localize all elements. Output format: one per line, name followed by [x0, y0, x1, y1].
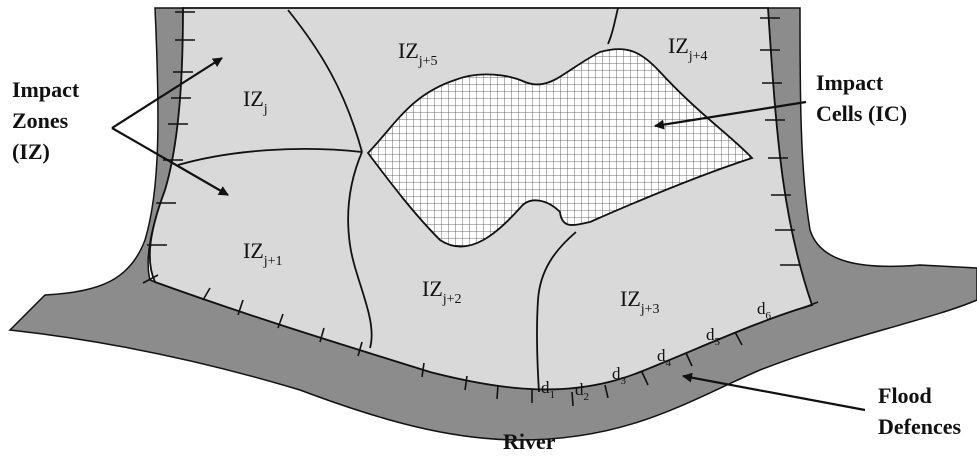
- defence-tick-marks: [142, 11, 819, 407]
- impact-cells-label-line: Impact: [816, 70, 884, 95]
- tick-mark: [571, 391, 574, 407]
- tick-mark: [421, 362, 425, 378]
- tick-mark: [277, 313, 284, 329]
- tick-mark: [734, 331, 743, 346]
- impact-cells-region: [366, 48, 754, 248]
- boundary-line: [536, 231, 577, 393]
- tick-mark: [319, 327, 325, 343]
- zone-label-iz-j-plus-4: IZj+4: [668, 33, 708, 64]
- tick-mark: [685, 352, 693, 367]
- tick-mark: [802, 301, 819, 309]
- arrows: [111, 57, 866, 412]
- zone-label-iz-j-plus-5: IZj+5: [398, 38, 438, 69]
- impact-cells-arrow: [654, 100, 807, 130]
- flood-defences-label-line: Defences: [878, 414, 962, 439]
- flood-defences-arrow: [682, 372, 866, 412]
- tick-mark: [202, 287, 211, 301]
- boundary-line: [287, 9, 363, 153]
- tick-mark: [496, 384, 499, 400]
- boundary-line: [607, 7, 619, 45]
- flood-defences-label-line: Flood: [878, 383, 932, 408]
- tick-mark: [604, 384, 609, 399]
- impact-zones-label-line: (IZ): [12, 139, 50, 164]
- impact-zones-label-line: Zones: [12, 108, 69, 133]
- defence-label-d5: d5: [706, 325, 721, 348]
- impact-zones-arrow-lower: [111, 127, 229, 196]
- impact-cells-label: Impact Cells (IC): [816, 70, 907, 126]
- impact-zones-label-line: Impact: [12, 77, 80, 102]
- tick-mark: [357, 341, 363, 357]
- defence-label-d6: d6: [757, 299, 772, 322]
- boundary-line: [347, 151, 373, 349]
- zone-label-iz-j: IZj: [243, 86, 268, 117]
- zone-label-iz-j-plus-3: IZj+3: [620, 286, 660, 317]
- zone-label-iz-j-plus-1: IZj+1: [243, 238, 283, 269]
- river-label: River: [503, 429, 556, 454]
- defence-label-d2: d2: [575, 380, 589, 403]
- defence-label-d1: d1: [541, 378, 555, 401]
- flood-defences-label: Flood Defences: [878, 383, 962, 439]
- tick-mark: [142, 274, 159, 284]
- impact-cells-label-line: Cells (IC): [816, 101, 907, 126]
- defence-label-d4: d4: [657, 346, 672, 369]
- zone-label-iz-j-plus-2: IZj+2: [422, 276, 462, 307]
- tick-mark: [641, 371, 649, 386]
- impact-zones-label: Impact Zones (IZ): [12, 77, 85, 164]
- tick-mark: [237, 299, 244, 316]
- zone-boundaries: [177, 7, 619, 393]
- impact-zones-arrow-upper: [111, 57, 223, 129]
- boundary-line: [177, 147, 363, 166]
- defence-label-d3: d3: [612, 364, 627, 387]
- tick-mark: [464, 375, 468, 391]
